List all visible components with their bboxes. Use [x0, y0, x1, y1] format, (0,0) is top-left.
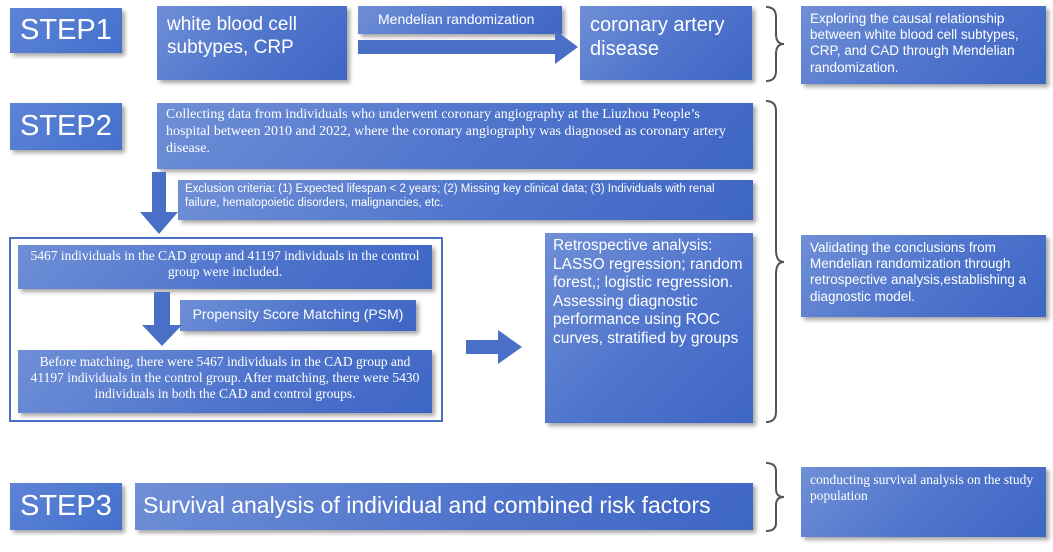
step2-summary-box: Validating the conclusions from Mendelia… [801, 235, 1046, 317]
step2-label: STEP2 [10, 103, 122, 150]
outcome-box: coronary artery disease [580, 6, 752, 80]
step1-label: STEP1 [10, 8, 122, 53]
mr-method-box: Mendelian randomization [358, 6, 562, 34]
data-collection-box: Collecting data from individuals who und… [157, 103, 753, 169]
cohort-outline [9, 237, 443, 422]
step1-summary-box: Exploring the causal relationship betwee… [801, 6, 1046, 84]
psm-box: Propensity Score Matching (PSM) [180, 300, 416, 331]
step1-bracket [765, 6, 785, 82]
mr-arrow [358, 30, 578, 64]
included-box: 5467 individuals in the CAD group and 41… [18, 245, 432, 289]
exclusion-criteria-box: Exclusion criteria: (1) Expected lifespa… [178, 180, 753, 220]
exposure-box: white blood cell subtypes, CRP [157, 6, 347, 80]
step3-summary-box: conducting survival analysis on the stud… [801, 467, 1046, 537]
step2-bracket [765, 100, 785, 423]
retrospective-arrow [466, 330, 522, 364]
step3-bracket [765, 462, 785, 532]
survival-analysis-box: Survival analysis of individual and comb… [135, 483, 753, 530]
collection-down-arrow [140, 172, 178, 234]
matching-box: Before matching, there were 5467 individ… [18, 350, 432, 413]
retrospective-analysis-box: Retrospective analysis: LASSO regression… [545, 233, 753, 423]
step3-label: STEP3 [10, 483, 122, 530]
psm-down-arrow [142, 292, 182, 346]
